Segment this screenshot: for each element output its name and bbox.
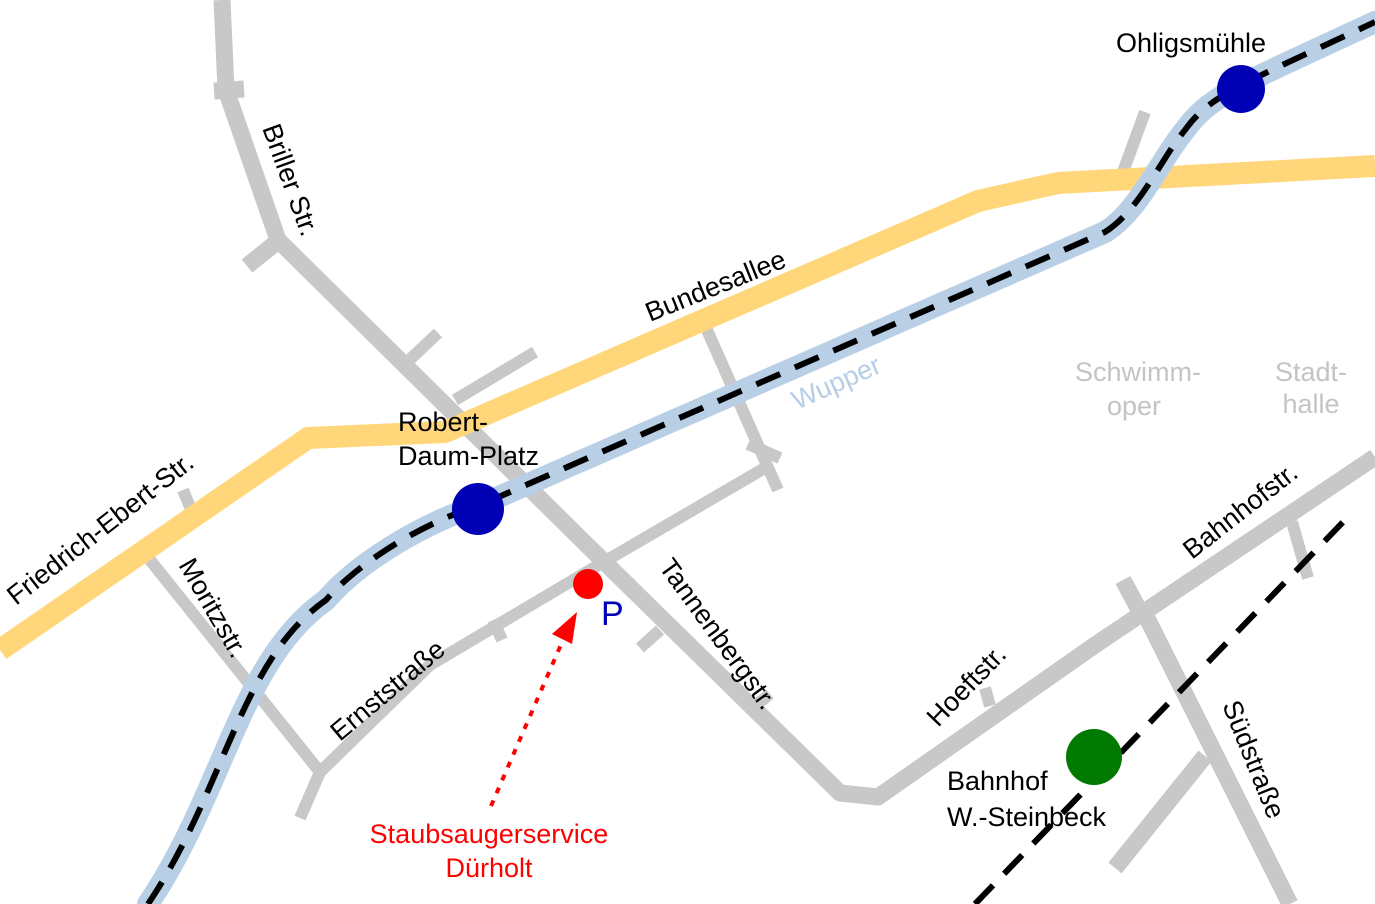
dotted-arrow-icon [489, 612, 577, 807]
bahnhof-spur [1286, 520, 1314, 580]
location-dot-icon [573, 569, 603, 599]
train-station-icon [1066, 729, 1122, 785]
label-robert-daum-platz-line2: Daum-Platz [398, 441, 539, 471]
label-schwimmoper-line1: Schwimm- [1075, 357, 1201, 387]
railway-mainline [972, 517, 1348, 904]
sued-street [1137, 610, 1298, 904]
label-ohligsmuehle: Ohligsmühle [1116, 28, 1266, 58]
tannenberg-spur-1 [635, 625, 665, 653]
cross-street-north-spur [745, 438, 783, 464]
briller-spur-mid [241, 231, 288, 273]
label-suedstrasse: Südstraße [1216, 696, 1290, 823]
moritz-street [145, 556, 326, 821]
hoeft-spur [979, 686, 996, 708]
ernst-side-spur [487, 617, 508, 643]
label-stadthalle-line2: halle [1282, 389, 1339, 419]
label-target-line1: Staubsaugerservice [370, 819, 609, 849]
spur-briller-2 [451, 346, 539, 406]
ernst-street [315, 459, 774, 777]
cross-street-north [701, 327, 784, 493]
briller-street [213, 0, 596, 555]
moritz-side-spur [177, 487, 196, 510]
label-target-line2: Dürholt [445, 853, 533, 883]
main-road-bundesallee [0, 155, 1375, 660]
label-schwimmoper-line2: oper [1107, 391, 1161, 421]
label-station-line2: W.-Steinbeck [947, 802, 1107, 832]
tram-stop-ohligsmuehle-icon [1217, 65, 1265, 113]
briller-spur-top [213, 80, 245, 100]
minor-streets [145, 109, 1314, 821]
sued-side-street [1108, 750, 1212, 874]
label-robert-daum-platz-line1: Robert- [398, 407, 488, 437]
bahnhof-cross-spur [1115, 575, 1146, 613]
ohligsmuehle-spur [1117, 109, 1151, 175]
tannenberg-street [584, 449, 1375, 806]
label-station-line1: Bahnhof [947, 766, 1048, 796]
label-ernststrasse: Ernststraße [325, 634, 451, 747]
label-stadthalle-line1: Stadt- [1275, 357, 1347, 387]
parking-sign: P [601, 595, 624, 633]
tram-stop-robert-daum-platz-icon [452, 483, 504, 535]
major-streets [213, 0, 1375, 904]
